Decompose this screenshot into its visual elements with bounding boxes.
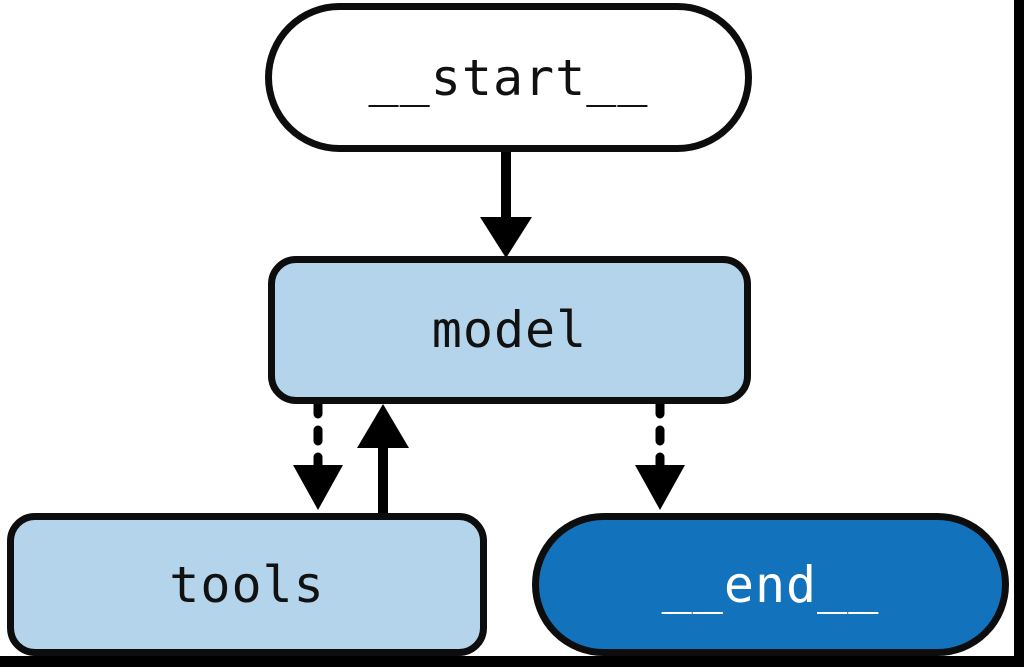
node-start: __start__ — [265, 3, 752, 152]
node-tools: tools — [7, 513, 487, 656]
image-edge-bar-bottom — [0, 656, 1024, 667]
edge-start-to-model — [480, 148, 532, 258]
node-start-label: __start__ — [368, 48, 649, 107]
node-tools-label: tools — [169, 555, 325, 614]
edge-tools-to-model — [357, 404, 409, 525]
edge-model-to-tools — [293, 398, 343, 510]
node-end: __end__ — [532, 513, 1009, 656]
node-model-label: model — [431, 301, 588, 359]
edge-model-to-end — [635, 398, 685, 510]
node-model: model — [268, 256, 751, 404]
node-end-label: __end__ — [661, 555, 880, 614]
image-edge-bar-right — [1014, 0, 1024, 667]
